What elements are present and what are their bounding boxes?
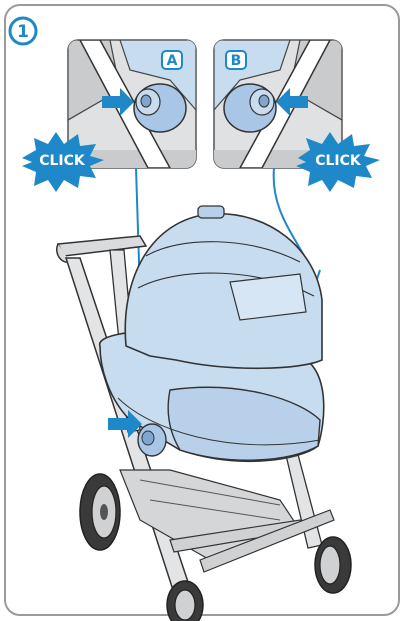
- click-label-b: CLICK: [315, 153, 362, 169]
- svg-text:B: B: [231, 53, 242, 69]
- panel-label-b: B: [226, 51, 246, 69]
- stroller-with-carrycot: [57, 206, 351, 621]
- front-right-wheel: [315, 537, 351, 593]
- rear-left-wheel: [80, 474, 120, 550]
- step-number: 1: [17, 22, 29, 42]
- panel-label-a: A: [162, 51, 182, 69]
- click-label-a: CLICK: [39, 153, 86, 169]
- svg-text:A: A: [167, 53, 178, 69]
- front-left-wheel: [167, 581, 203, 621]
- step-number-circle-icon: 1: [10, 18, 36, 44]
